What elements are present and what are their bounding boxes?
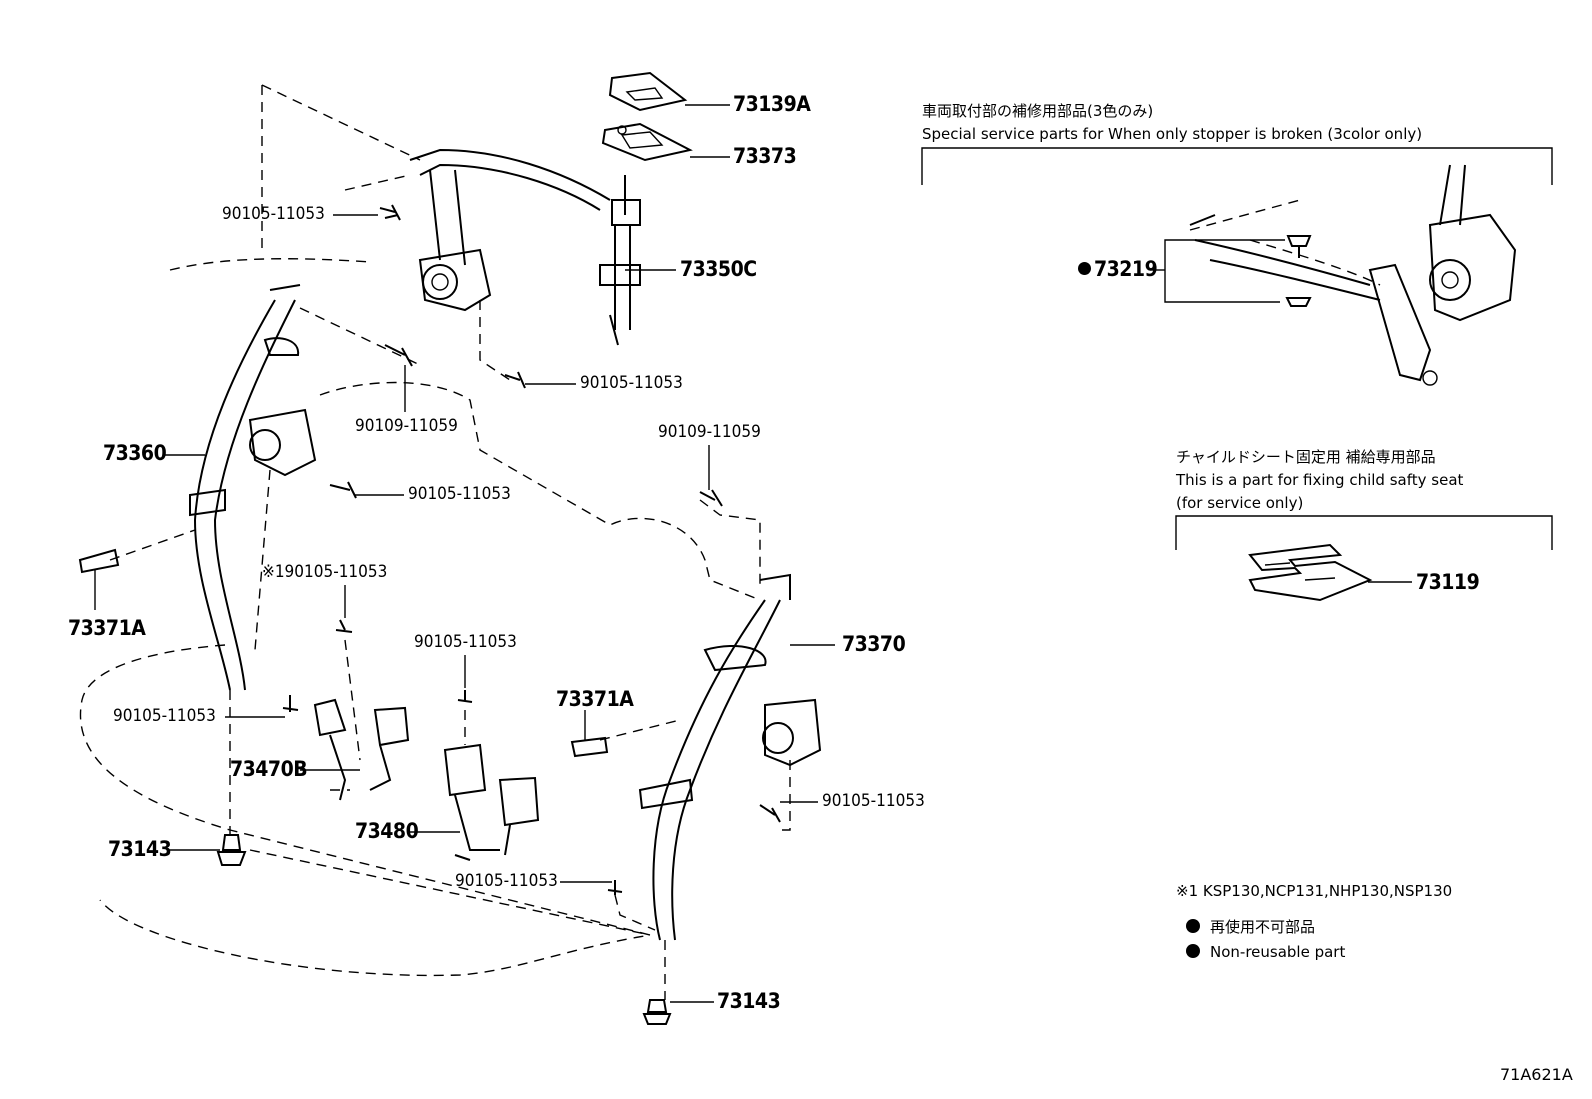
non-reusable-dot-icon — [1078, 262, 1091, 275]
part-label-73350c: 73350C — [680, 257, 757, 281]
inset-stopper-title-en: Special service parts for When only stop… — [922, 125, 1423, 143]
anchor-nut-73143-right — [642, 999, 672, 1025]
part-label-bolt-mid: 90105-11053 — [408, 484, 511, 504]
seatback-outline — [169, 258, 761, 601]
part-label-bolt-90109-left: 90109-11059 — [355, 416, 458, 436]
inset-box-stopper — [921, 147, 1553, 185]
stopper-button-icon — [1286, 235, 1312, 258]
belt-clip-73371a-left — [78, 548, 120, 574]
part-label-73373: 73373 — [733, 144, 797, 168]
inset-child-title-en2: (for service only) — [1176, 494, 1304, 512]
legend-text-ja: 再使用不可部品 — [1210, 918, 1316, 936]
stopper-inset-drawing — [1189, 164, 1466, 301]
buckle-73470b — [313, 698, 410, 801]
legend-dot-icon — [1186, 919, 1200, 933]
legend-dot-icon — [1186, 944, 1200, 958]
inset-child-title-en: This is a part for fixing child safty se… — [1176, 471, 1464, 489]
part-label-73360: 73360 — [103, 441, 167, 465]
inset-stopper-title-ja: 車両取付部の補修用部品(3色のみ) — [922, 102, 1154, 120]
bolt-icon — [282, 204, 781, 895]
leader-lines — [94, 104, 1412, 1003]
part-label-bolt-center: 90105-11053 — [414, 632, 517, 652]
part-label-bolt-lower: 90105-11053 — [455, 871, 558, 891]
part-label-bolt-buckle: 90105-11053 — [113, 706, 216, 726]
part-label-bolt-top: 90105-11053 — [222, 204, 325, 224]
part-label-73119: 73119 — [1416, 570, 1480, 594]
trim-cover-73139a — [608, 71, 688, 112]
inset-box-child-seat — [1175, 515, 1553, 550]
part-label-73139a: 73139A — [733, 92, 811, 116]
part-label-bolt-note1: ※190105-11053 — [262, 562, 388, 582]
part-label-73371a-left: 73371A — [68, 616, 146, 640]
part-label-73143-left: 73143 — [108, 837, 172, 861]
part-label-73143-right: 73143 — [717, 989, 781, 1013]
inset-child-title-ja: チャイルドシート固定用 補給専用部品 — [1176, 448, 1436, 466]
part-label-73470b: 73470B — [230, 757, 308, 781]
part-label-bolt-rear: 90105-11053 — [580, 373, 683, 393]
part-label-73370: 73370 — [842, 632, 906, 656]
seat-cushion-outline — [79, 644, 651, 977]
legend-row-en: Non-reusable part — [1186, 943, 1345, 961]
rear-top-belt-assembly — [409, 148, 611, 266]
trim-cover-73373 — [601, 122, 693, 162]
buckle-73480 — [443, 743, 540, 861]
part-label-73219: 73219 — [1078, 257, 1158, 281]
seat-belt-73360 — [193, 284, 301, 691]
part-label-bolt-90109-right: 90109-11059 — [658, 422, 761, 442]
belt-clip-73371a-right — [570, 736, 609, 758]
part-label-bolt-right: 90105-11053 — [822, 791, 925, 811]
part-label-73371a-right: 73371A — [556, 687, 634, 711]
part-label-73480: 73480 — [355, 819, 419, 843]
figure-code: 71A621A — [1500, 1065, 1573, 1084]
legend-text-en: Non-reusable part — [1210, 943, 1346, 961]
anchor-nut-73143-left — [216, 834, 247, 866]
part-number-73219: 73219 — [1094, 257, 1158, 281]
belt-guide-73350c — [599, 175, 641, 346]
child-seat-bracket-73119 — [1248, 543, 1373, 602]
applicability-note: ※1 KSP130,NCP131,NHP130,NSP130 — [1176, 882, 1453, 900]
legend-row-ja: 再使用不可部品 — [1186, 918, 1315, 936]
